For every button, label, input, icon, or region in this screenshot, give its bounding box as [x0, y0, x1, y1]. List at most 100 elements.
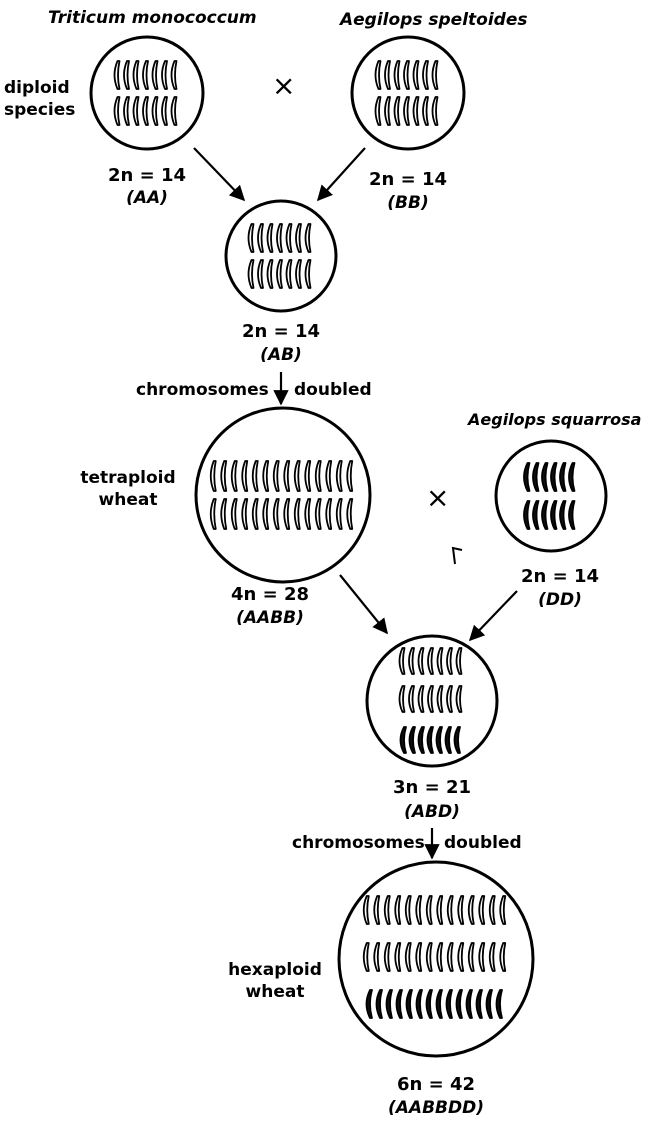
chromosome: [438, 648, 443, 674]
chromosome: [296, 224, 301, 252]
chromosome: [376, 61, 381, 89]
chromosome-dark: [487, 990, 493, 1018]
chromosome: [221, 499, 226, 529]
chromosome-dark: [542, 501, 548, 529]
chromosome: [284, 499, 289, 529]
chromosome: [419, 686, 424, 712]
chromosome-dark: [551, 501, 557, 529]
doubling-1-left: chromosomes: [136, 380, 269, 400]
chromosome: [347, 499, 352, 529]
chromosome: [143, 61, 148, 89]
chromosome: [457, 686, 462, 712]
chromosome: [326, 499, 331, 529]
genome-speltoides: (BB): [358, 193, 458, 213]
chromosome: [211, 499, 216, 529]
chromosome: [490, 896, 495, 924]
genome-triploid: (ABD): [382, 802, 482, 822]
chromosome: [124, 97, 129, 125]
chromosome: [134, 97, 139, 125]
cell-triticum: [91, 37, 203, 149]
cell-hybrid-ab: [226, 201, 336, 311]
chromosome: [162, 61, 167, 89]
chromosome-dark: [446, 727, 452, 753]
chromosome: [115, 61, 120, 89]
chromosome: [364, 896, 369, 924]
chromosome-dark: [569, 463, 575, 491]
chromosome: [284, 461, 289, 491]
chromosome: [274, 461, 279, 491]
chromosome: [395, 61, 400, 89]
chromosome: [416, 896, 421, 924]
chromosome-dark: [560, 501, 566, 529]
chromosome-dark: [524, 501, 530, 529]
chromosome: [423, 61, 428, 89]
genome-tetraploid: (AABB): [220, 608, 320, 628]
chromosome: [433, 97, 438, 125]
cell-squarrosa: [496, 441, 606, 551]
chromosome-dark: [437, 990, 443, 1018]
chromosome: [274, 499, 279, 529]
chromosome: [414, 97, 419, 125]
chromosome-dark: [367, 990, 373, 1018]
formula-tetraploid: 4n = 28: [220, 585, 320, 605]
chromosome: [115, 97, 120, 125]
cell-speltoides: [352, 37, 464, 149]
chromosome-dark: [533, 501, 539, 529]
label-diploid: diploid: [4, 78, 70, 98]
chromosome: [419, 648, 424, 674]
chromosome-dark: [419, 727, 425, 753]
chromosome: [428, 648, 433, 674]
chromosome: [414, 61, 419, 89]
chromosome: [385, 896, 390, 924]
chromosome-dark: [407, 990, 413, 1018]
chromosome: [409, 686, 414, 712]
chromosome: [316, 499, 321, 529]
chromosome: [258, 260, 263, 288]
chromosome: [316, 461, 321, 491]
chromosome: [448, 943, 453, 971]
doubling-2-left: chromosomes: [292, 833, 425, 853]
chromosome: [337, 461, 342, 491]
chromosome: [438, 686, 443, 712]
chromosome: [427, 896, 432, 924]
genome-hybrid-ab: (AB): [231, 345, 331, 365]
species-aegilops-speltoides: Aegilops speltoides: [340, 10, 528, 30]
chromosome: [295, 461, 300, 491]
chromosome: [490, 943, 495, 971]
chromosome: [458, 943, 463, 971]
chromosome: [295, 499, 300, 529]
chromosome: [395, 896, 400, 924]
genome-triticum: (AA): [97, 188, 197, 208]
cell-tetraploid: [196, 408, 370, 582]
chromosome-dark: [387, 990, 393, 1018]
label-tetraploid: tetraploid: [78, 468, 178, 488]
formula-triticum: 2n = 14: [97, 166, 197, 186]
chromosome: [221, 461, 226, 491]
formula-squarrosa: 2n = 14: [510, 567, 610, 587]
chromosome: [500, 943, 505, 971]
chromosome-dark: [467, 990, 473, 1018]
chromosome: [400, 648, 405, 674]
label-hexaploid-wheat: wheat: [220, 982, 330, 1002]
chromosome: [458, 896, 463, 924]
label-species: species: [4, 100, 75, 120]
label-hexaploid: hexaploid: [220, 960, 330, 980]
chromosome: [423, 97, 428, 125]
chromosome: [447, 686, 452, 712]
genome-hexaploid: (AABBDD): [376, 1098, 496, 1118]
chromosome: [242, 499, 247, 529]
chromosome: [376, 97, 381, 125]
chromosome: [242, 461, 247, 491]
chromosome: [263, 461, 268, 491]
chromosome: [296, 260, 301, 288]
chromosome-dark: [417, 990, 423, 1018]
chromosome: [479, 943, 484, 971]
chromosome: [326, 461, 331, 491]
chromosome: [172, 61, 177, 89]
chromosome-dark: [377, 990, 383, 1018]
chromosome-dark: [427, 990, 433, 1018]
chromosome: [305, 461, 310, 491]
chromosome: [232, 499, 237, 529]
chromosome-dark: [497, 990, 503, 1018]
chromosome-dark: [477, 990, 483, 1018]
